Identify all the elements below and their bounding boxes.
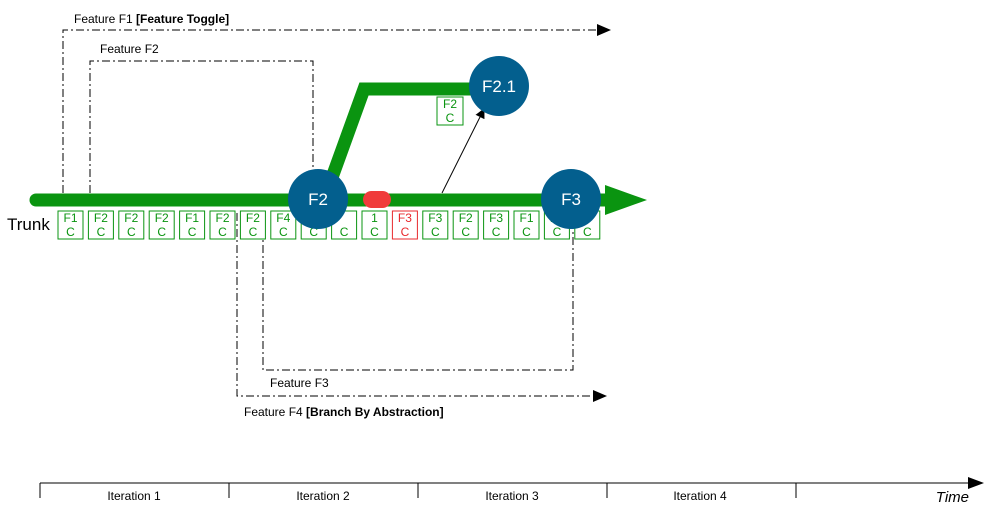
node-f2-1: F2.1 bbox=[469, 56, 529, 116]
node-f3: F3 bbox=[541, 169, 601, 229]
commit-feature: F2 bbox=[246, 211, 260, 225]
commit-box: F2C bbox=[118, 210, 145, 240]
commit-box: F2C bbox=[239, 210, 266, 240]
commit-box-frame bbox=[239, 210, 266, 240]
commit-feature: F2 bbox=[94, 211, 108, 225]
node-f2: F2 bbox=[288, 169, 348, 229]
commit-type: C bbox=[583, 225, 592, 239]
commit-box: F2C bbox=[148, 210, 175, 240]
branch-commit-feature: F2 bbox=[443, 97, 457, 111]
commit-box: F1C bbox=[57, 210, 84, 240]
feature-f4-branch: Feature F4 [Branch By Abstraction] bbox=[236, 213, 607, 419]
commit-type: C bbox=[127, 225, 136, 239]
node-f3-circle bbox=[541, 169, 601, 229]
commit-box-frame bbox=[57, 210, 84, 240]
commit-box-frame bbox=[179, 210, 206, 240]
commit-type: C bbox=[309, 225, 318, 239]
iteration-1-label: Iteration 1 bbox=[107, 489, 161, 503]
timeline-arrowhead bbox=[968, 477, 984, 489]
commit-type: C bbox=[492, 225, 501, 239]
commit-box-frame bbox=[270, 210, 297, 240]
commit-feature: F4 bbox=[276, 211, 290, 225]
commit-box: F2C bbox=[209, 210, 236, 240]
commit-box: F2C bbox=[452, 210, 479, 240]
commit-type: C bbox=[188, 225, 197, 239]
commit-feature: F2 bbox=[155, 211, 169, 225]
feature-f1-label: Feature F1 [Feature Toggle] bbox=[74, 12, 229, 26]
commit-box-frame bbox=[452, 210, 479, 240]
broken-build-marker bbox=[363, 191, 391, 208]
commit-box: F1C bbox=[179, 210, 206, 240]
commit-type: C bbox=[553, 225, 562, 239]
commit-type: C bbox=[340, 225, 349, 239]
branch-commit-type: C bbox=[446, 111, 455, 125]
commit-box-frame bbox=[513, 210, 540, 240]
commit-box: 1C bbox=[361, 210, 388, 240]
commit-type: C bbox=[66, 225, 75, 239]
commit-box: F3C bbox=[422, 210, 449, 240]
commit-box: F3C bbox=[391, 210, 418, 240]
commit-feature: F1 bbox=[185, 211, 199, 225]
feature-f4-arrowhead bbox=[593, 390, 607, 402]
commit-box: F2C bbox=[87, 210, 114, 240]
commit-feature: F1 bbox=[63, 211, 77, 225]
time-axis-label: Time bbox=[936, 489, 969, 506]
node-f2-1-circle bbox=[469, 56, 529, 116]
feature-f3-branch: Feature F3 bbox=[262, 213, 574, 390]
iteration-3-label: Iteration 3 bbox=[485, 489, 539, 503]
trunk-arrowhead bbox=[605, 185, 647, 215]
commit-box-frame bbox=[209, 210, 236, 240]
trunk-label: Trunk bbox=[7, 215, 50, 234]
commit-type: C bbox=[249, 225, 258, 239]
commit-box-frame bbox=[483, 210, 510, 240]
commit-type: C bbox=[279, 225, 288, 239]
commit-type: C bbox=[461, 225, 470, 239]
feature-f1-branch: Feature F1 [Feature Toggle] bbox=[62, 12, 611, 193]
node-f3-label: F3 bbox=[561, 190, 581, 209]
commit-box-frame bbox=[422, 210, 449, 240]
node-f2-1-label: F2.1 bbox=[482, 77, 516, 96]
commit-box: F3C bbox=[483, 210, 510, 240]
commit-box: F4C bbox=[270, 210, 297, 240]
commit-box-frame bbox=[148, 210, 175, 240]
commit-box-frame bbox=[118, 210, 145, 240]
iteration-2-label: Iteration 2 bbox=[296, 489, 350, 503]
commit-type: C bbox=[522, 225, 531, 239]
commit-feature: F2 bbox=[215, 211, 229, 225]
commit-box: F1C bbox=[513, 210, 540, 240]
commit-type: C bbox=[157, 225, 166, 239]
commit-feature: F3 bbox=[489, 211, 503, 225]
commit-type: C bbox=[431, 225, 440, 239]
feature-f1-arrowhead bbox=[597, 24, 611, 36]
cherry-pick-arrow bbox=[441, 108, 485, 194]
branch-commit-f2: F2 C bbox=[436, 96, 464, 126]
node-f2-circle bbox=[288, 169, 348, 229]
feature-f2-label: Feature F2 bbox=[100, 42, 159, 56]
commit-feature: F3 bbox=[428, 211, 442, 225]
commit-type: C bbox=[97, 225, 106, 239]
release-branch-f2 bbox=[323, 82, 478, 186]
commit-feature: 1 bbox=[371, 211, 378, 225]
commit-box-frame bbox=[361, 210, 388, 240]
timeline: Iteration 1 Iteration 2 Iteration 3 Iter… bbox=[39, 477, 984, 506]
commit-type: C bbox=[370, 225, 379, 239]
commit-type: C bbox=[401, 225, 410, 239]
commit-feature: F1 bbox=[519, 211, 533, 225]
feature-f3-label: Feature F3 bbox=[270, 376, 329, 390]
commit-box-frame bbox=[391, 210, 418, 240]
commit-box-frame bbox=[87, 210, 114, 240]
node-f2-label: F2 bbox=[308, 190, 328, 209]
feature-f4-label: Feature F4 [Branch By Abstraction] bbox=[244, 405, 444, 419]
commit-feature: F2 bbox=[124, 211, 138, 225]
commit-feature: F3 bbox=[398, 211, 412, 225]
commit-feature: F2 bbox=[459, 211, 473, 225]
commit-type: C bbox=[218, 225, 227, 239]
feature-f2-branch: Feature F2 bbox=[89, 42, 314, 193]
iteration-4-label: Iteration 4 bbox=[673, 489, 727, 503]
